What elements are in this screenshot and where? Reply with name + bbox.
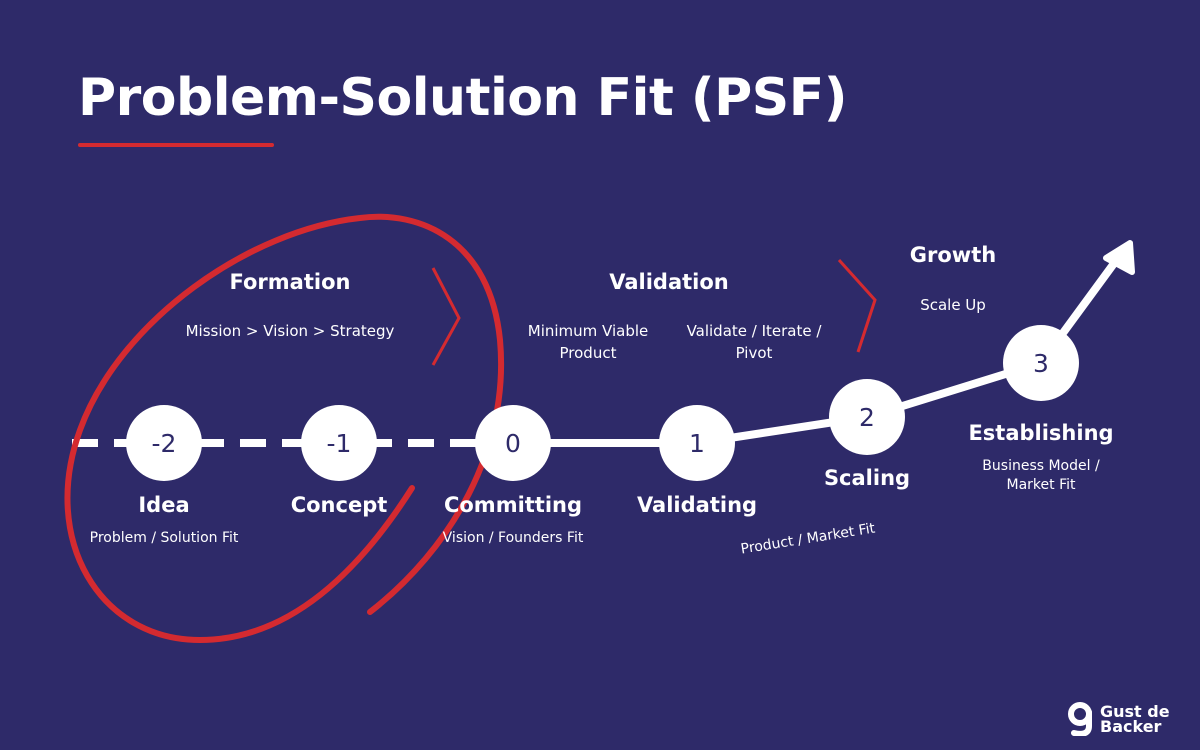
stage-node-validating: 1 [659,405,735,481]
phase-formation-title: Formation [229,270,351,294]
page-title: Problem-Solution Fit (PSF) [78,68,848,128]
stage-label-concept: Concept [290,493,388,517]
stage-label-scaling: Scaling [823,466,911,490]
title-underline [78,143,274,147]
stage-label-idea: Idea [138,493,190,517]
phase-validation-mvp: Minimum Viable Product [527,322,649,362]
logo-text: Gust de Backer [1100,702,1170,736]
stage-label-committing: Committing [443,493,583,517]
g-logo-icon [1068,702,1092,736]
stage-label-validating: Validating [636,493,758,517]
stage-node-scaling: 2 [829,379,905,455]
stage-node-committing: 0 [475,405,551,481]
highlight-circle [64,213,505,644]
phase-growth-subtitle: Scale Up [920,296,986,314]
stage-detail-committing: Vision / Founders Fit [442,530,584,546]
chevron-separator-1 [431,267,461,366]
phase-validation-iterate: Validate / Iterate / Pivot [686,322,822,362]
arrowhead-icon [1103,240,1135,275]
stage-node-idea: -2 [126,405,202,481]
phase-formation-subtitle: Mission > Vision > Strategy [185,322,395,340]
stage-detail-establishing: Business Model / Market Fit [982,458,1100,493]
stage-node-establishing: 3 [1003,325,1079,401]
stage-label-establishing: Establishing [968,421,1114,445]
stage-detail-idea: Problem / Solution Fit [89,530,239,546]
stage-node-concept: -1 [301,405,377,481]
chevron-separator-2 [837,258,877,353]
phase-growth-title: Growth [909,243,997,267]
phase-validation-title: Validation [609,270,729,294]
brand-logo: Gust de Backer [1066,702,1184,736]
